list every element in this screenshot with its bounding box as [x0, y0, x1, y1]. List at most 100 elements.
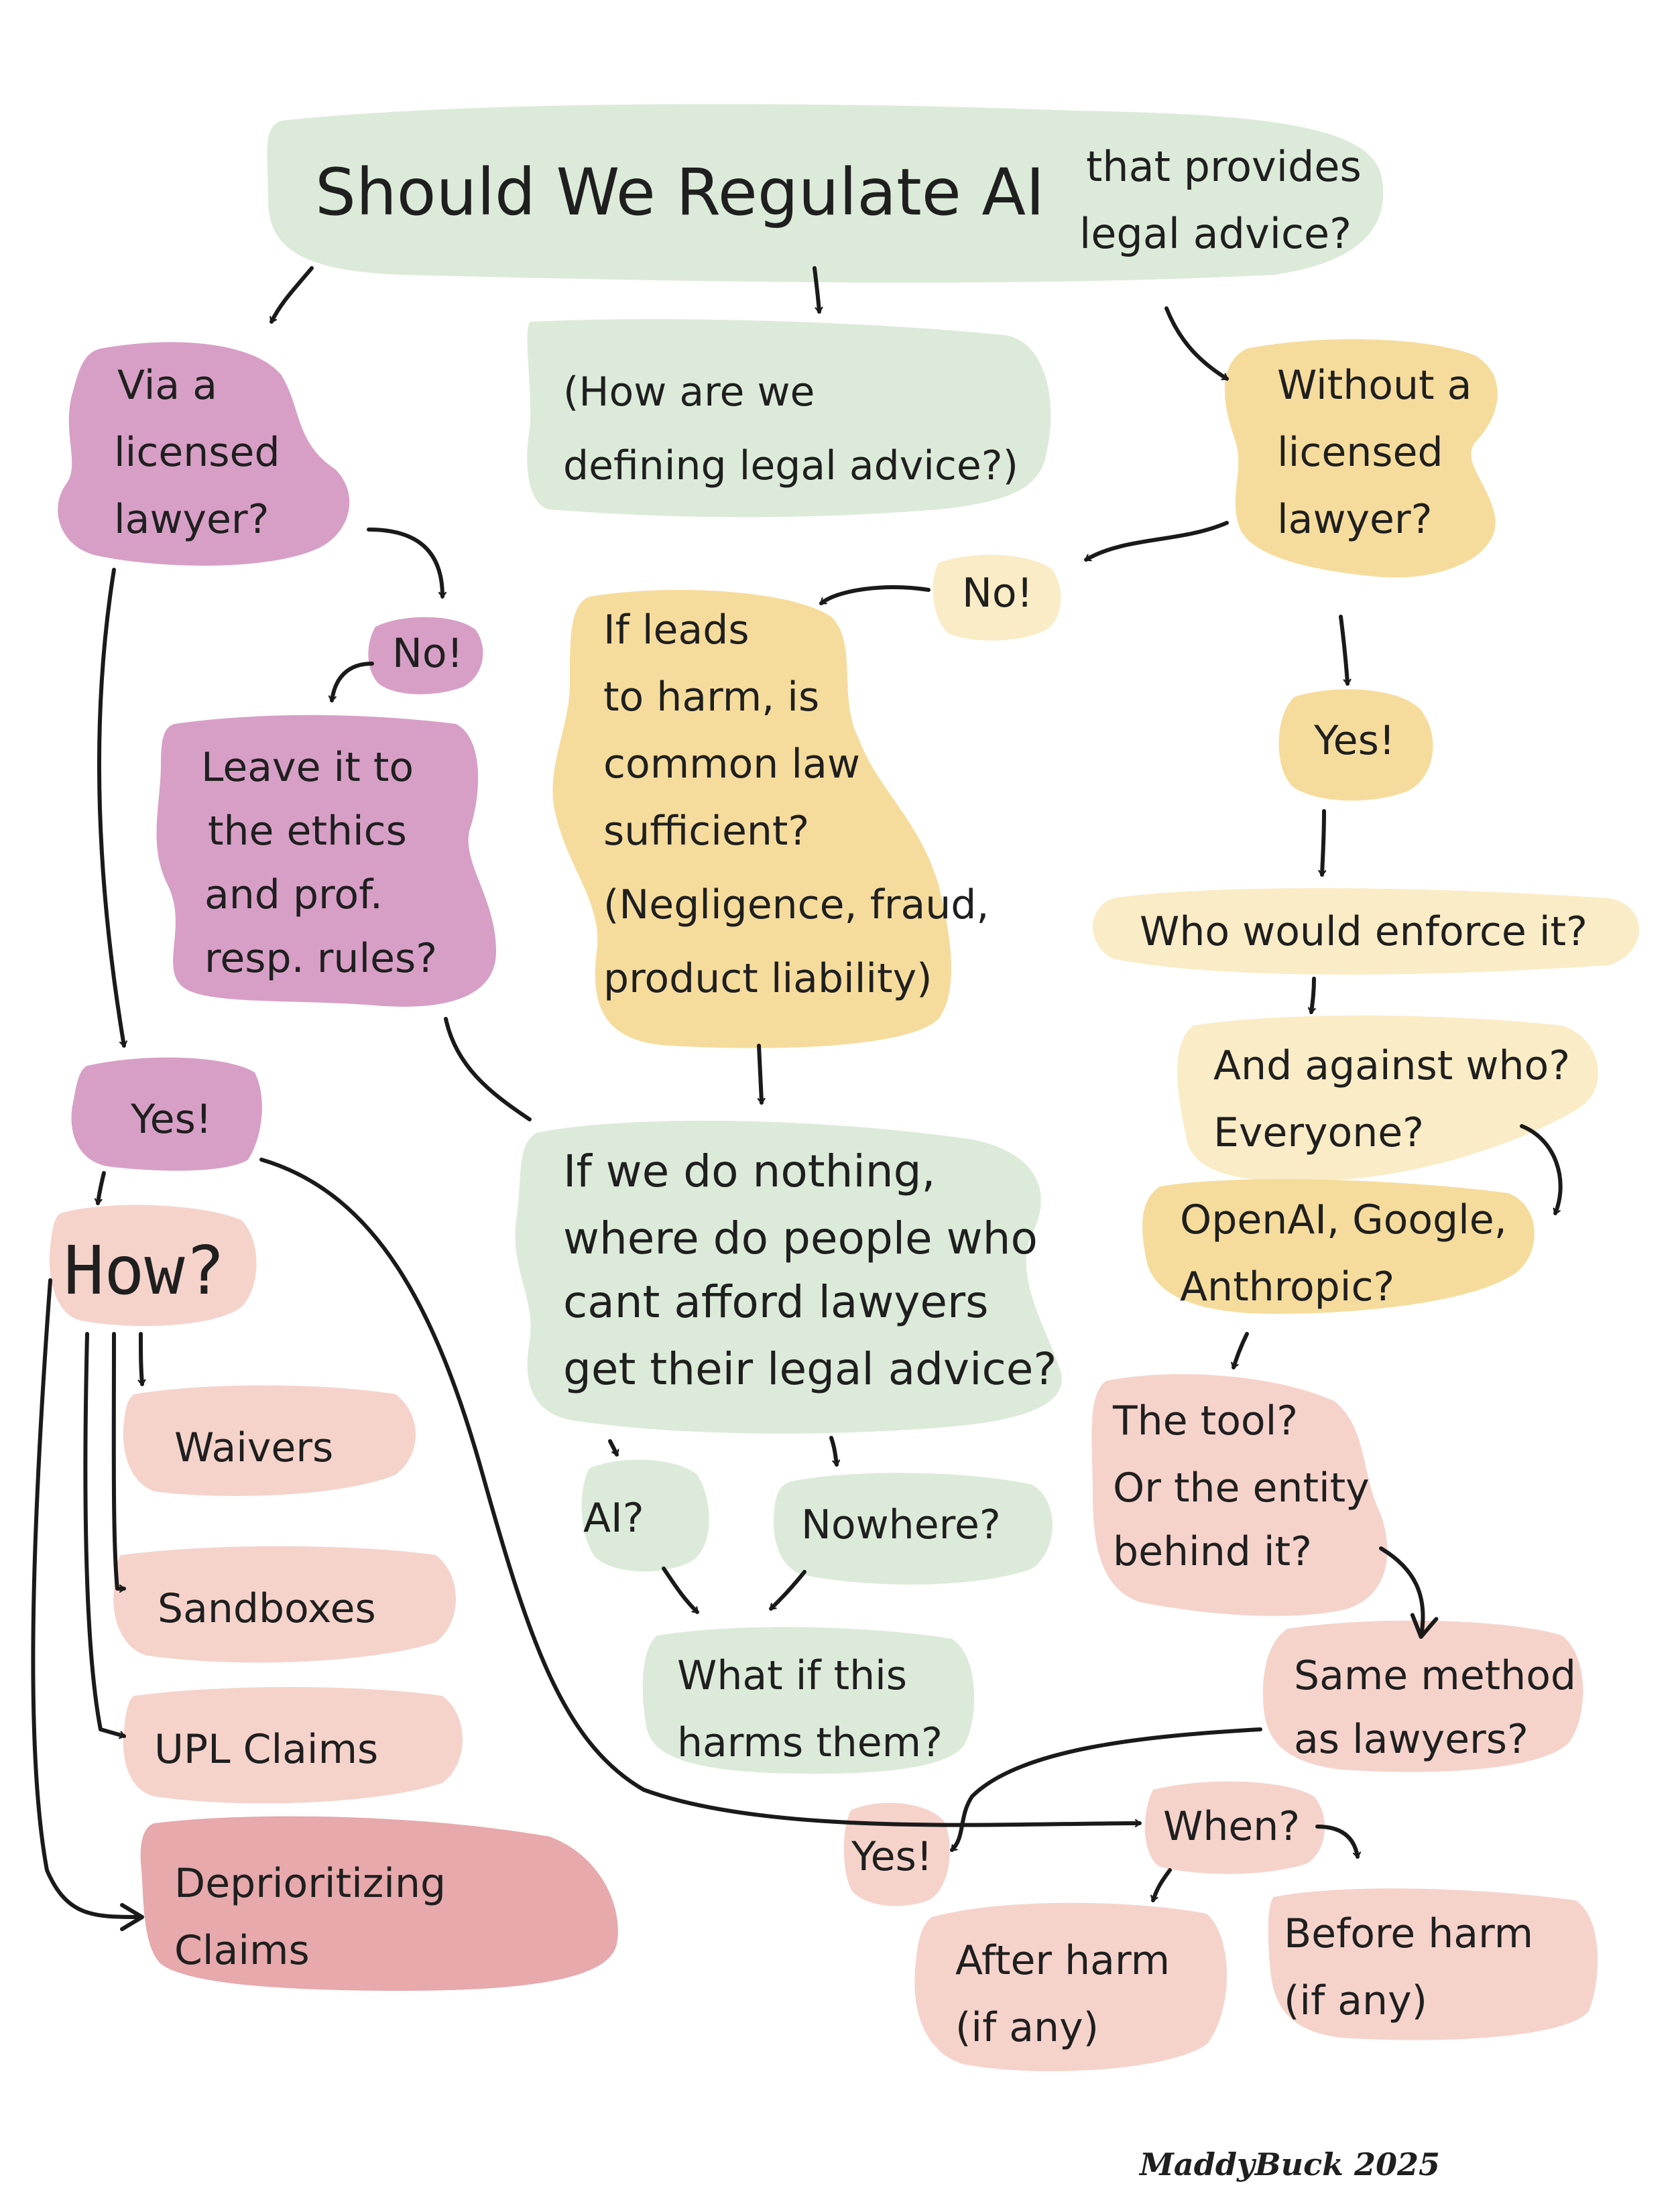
- who-enforce-blob: [1093, 888, 1639, 975]
- tool-entity-line1: The tool?: [1112, 1398, 1298, 1445]
- after-harm-line1: After harm: [955, 1937, 1170, 1984]
- yes-right-label: Yes!: [1313, 717, 1395, 764]
- sandboxes-blob: [113, 1546, 457, 1663]
- companies-line2: Anthropic?: [1180, 1264, 1394, 1310]
- arrow-how-to-waivers: [141, 1332, 142, 1386]
- arrow-when-to-before: [1315, 1825, 1358, 1859]
- who-enforce-label: Who would enforce it?: [1140, 908, 1588, 955]
- arrow-when-to-after: [1153, 1868, 1172, 1902]
- after-harm-line2: (if any): [955, 2004, 1099, 2051]
- arrow-no-to-common-law: [819, 585, 931, 605]
- do-nothing-blob: [515, 1120, 1062, 1434]
- ethics-line2: the ethics: [208, 808, 407, 855]
- tool-entity-line3: behind it?: [1113, 1528, 1312, 1575]
- defining-line2: defining legal advice?): [563, 442, 1018, 489]
- arrow-without-to-no: [1084, 521, 1229, 562]
- common-law-line5: (Negligence, fraud,: [603, 881, 989, 928]
- arrow-yes-to-how: [98, 1171, 106, 1205]
- ethics-line4: resp. rules?: [204, 935, 437, 982]
- yes-right-blob: [1278, 689, 1433, 801]
- common-law-line1: If leads: [603, 607, 750, 654]
- arrow-via-to-yes: [97, 568, 124, 1048]
- what-if-line2: harms them?: [677, 1719, 943, 1766]
- arrow-how-to-upl: [83, 1332, 126, 1736]
- arrow-same-method-to-yes: [950, 1727, 1262, 1852]
- via-lawyer-line1: Via a: [117, 362, 217, 409]
- against-who-blob: [1177, 1016, 1598, 1182]
- arrow-yes-to-when: [259, 1158, 1142, 1825]
- ethics-blob: [156, 715, 496, 1007]
- labels: Should We Regulate AI that provides lega…: [64, 142, 1588, 2183]
- title-main: Should We Regulate AI: [315, 155, 1044, 230]
- without-lawyer-blob: [1224, 339, 1498, 578]
- without-lawyer-line1: Without a: [1277, 362, 1472, 409]
- arrow-nowhere-to-what-if: [769, 1570, 806, 1611]
- ai-blob: [581, 1459, 709, 1572]
- without-lawyer-line3: lawyer?: [1277, 496, 1432, 543]
- how-label: How?: [64, 1231, 225, 1310]
- arrow-against-to-companies: [1520, 1124, 1563, 1215]
- same-method-line1: Same method: [1294, 1652, 1576, 1699]
- arrow-via-to-no: [367, 528, 442, 599]
- arrow-do-nothing-to-ai: [608, 1439, 617, 1457]
- what-if-line1: What if this: [677, 1652, 907, 1699]
- yes-bottom-blob: [843, 1802, 950, 1906]
- title-sub-line1: that provides: [1086, 142, 1362, 191]
- upl-blob: [123, 1686, 463, 1804]
- before-harm-line2: (if any): [1284, 1977, 1427, 2024]
- common-law-blob: [552, 590, 951, 1048]
- do-nothing-line4: get their legal advice?: [563, 1343, 1057, 1395]
- do-nothing-line1: If we do nothing,: [563, 1146, 935, 1197]
- defining-line1: (How are we: [563, 369, 815, 416]
- sandboxes-label: Sandboxes: [158, 1585, 376, 1632]
- same-method-blob: [1262, 1620, 1583, 1772]
- arrow-how-to-deprioritizing: [31, 1278, 144, 1931]
- ai-label: AI?: [583, 1495, 644, 1542]
- against-who-line1: And against who?: [1213, 1042, 1570, 1089]
- what-if-blob: [642, 1627, 975, 1774]
- no-left-label: No!: [392, 630, 463, 677]
- via-lawyer-blob: [58, 342, 350, 566]
- title-sub-line2: legal advice?: [1079, 209, 1352, 258]
- tool-entity-blob: [1091, 1374, 1388, 1616]
- do-nothing-line2: where do people who: [563, 1213, 1038, 1264]
- via-lawyer-line3: lawyer?: [114, 496, 269, 543]
- common-law-line4: sufficient?: [603, 808, 809, 855]
- arrow-who-to-against: [1311, 977, 1316, 1014]
- common-law-line2: to harm, is: [603, 674, 819, 721]
- no-left-blob: [368, 617, 483, 694]
- nowhere-blob: [773, 1473, 1053, 1585]
- arrow-without-to-yes: [1339, 615, 1348, 686]
- common-law-line3: common law: [603, 741, 860, 788]
- common-law-line6: product liability): [603, 955, 933, 1002]
- deprioritizing-line2: Claims: [174, 1927, 310, 1974]
- arrow-title-to-via: [270, 266, 314, 324]
- do-nothing-line3: cant afford lawyers: [563, 1276, 989, 1328]
- tool-entity-line2: Or the entity: [1113, 1465, 1370, 1512]
- title-blob: [267, 104, 1384, 283]
- after-harm-blob: [914, 1902, 1227, 2071]
- deprioritizing-line1: Deprioritizing: [174, 1860, 446, 1907]
- same-method-line2: as lawyers?: [1294, 1716, 1529, 1763]
- arrow-no-to-ethics: [332, 662, 374, 702]
- arrow-ai-to-what-if: [662, 1566, 699, 1614]
- ethics-line3: and prof.: [204, 871, 383, 918]
- waivers-label: Waivers: [174, 1424, 333, 1471]
- against-who-line2: Everyone?: [1213, 1109, 1424, 1156]
- when-blob: [1144, 1781, 1325, 1874]
- blobs: [49, 104, 1639, 2071]
- companies-line1: OpenAI, Google,: [1180, 1196, 1507, 1243]
- arrow-do-nothing-to-nowhere: [829, 1436, 837, 1467]
- yes-left-label: Yes!: [130, 1096, 212, 1143]
- how-blob: [49, 1205, 257, 1327]
- when-label: When?: [1163, 1803, 1300, 1850]
- upl-label: UPL Claims: [154, 1726, 378, 1773]
- arrow-yes-to-who: [1322, 809, 1324, 877]
- without-lawyer-line2: licensed: [1277, 429, 1443, 476]
- signature: MaddyBuck 2025: [1138, 2146, 1440, 2183]
- via-lawyer-line2: licensed: [114, 429, 280, 476]
- line-ethics-to-do-nothing: [444, 1017, 532, 1121]
- yes-left-blob: [71, 1057, 262, 1171]
- arrow-tool-to-same-method: [1379, 1546, 1439, 1639]
